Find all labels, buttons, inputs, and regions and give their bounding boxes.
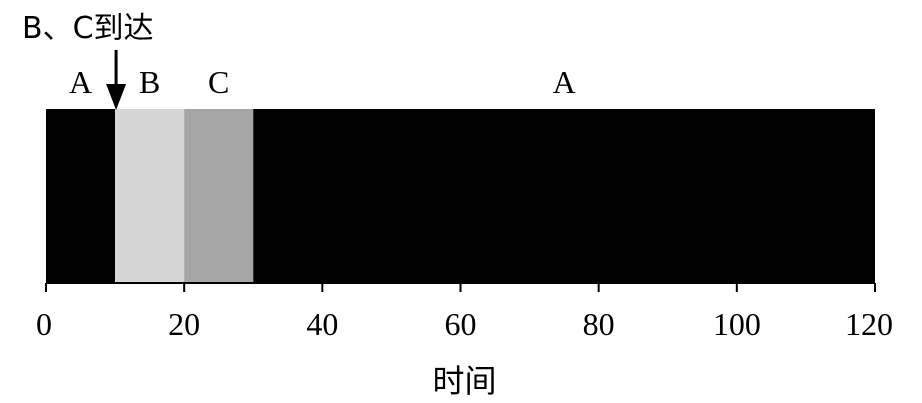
x-tick-label-20: 20 — [168, 306, 200, 342]
x-tick-label-0: 0 — [36, 306, 52, 342]
annotation-label: B、C到达 — [22, 11, 154, 46]
segments-layer — [46, 109, 875, 283]
arrival-annotation: B、C到达 — [22, 11, 154, 110]
segment-a-0 — [46, 109, 116, 283]
segment-a-3 — [253, 109, 875, 283]
segment-c-2 — [184, 109, 254, 283]
segment-b-1 — [115, 109, 185, 283]
segment-label-0: A — [69, 64, 92, 100]
x-ticks-layer: 0 20 40 60 80 100 120 — [36, 283, 893, 342]
segment-label-1: B — [139, 64, 160, 100]
annotation-arrow-head — [106, 84, 127, 110]
x-tick-label-120: 120 — [845, 306, 893, 342]
segment-label-2: C — [208, 64, 229, 100]
x-axis-label: 时间 — [432, 362, 496, 400]
segment-label-3: A — [553, 64, 576, 100]
x-tick-label-100: 100 — [713, 306, 761, 342]
x-tick-label-60: 60 — [445, 306, 477, 342]
x-tick-label-40: 40 — [306, 306, 338, 342]
x-tick-label-80: 80 — [583, 306, 615, 342]
